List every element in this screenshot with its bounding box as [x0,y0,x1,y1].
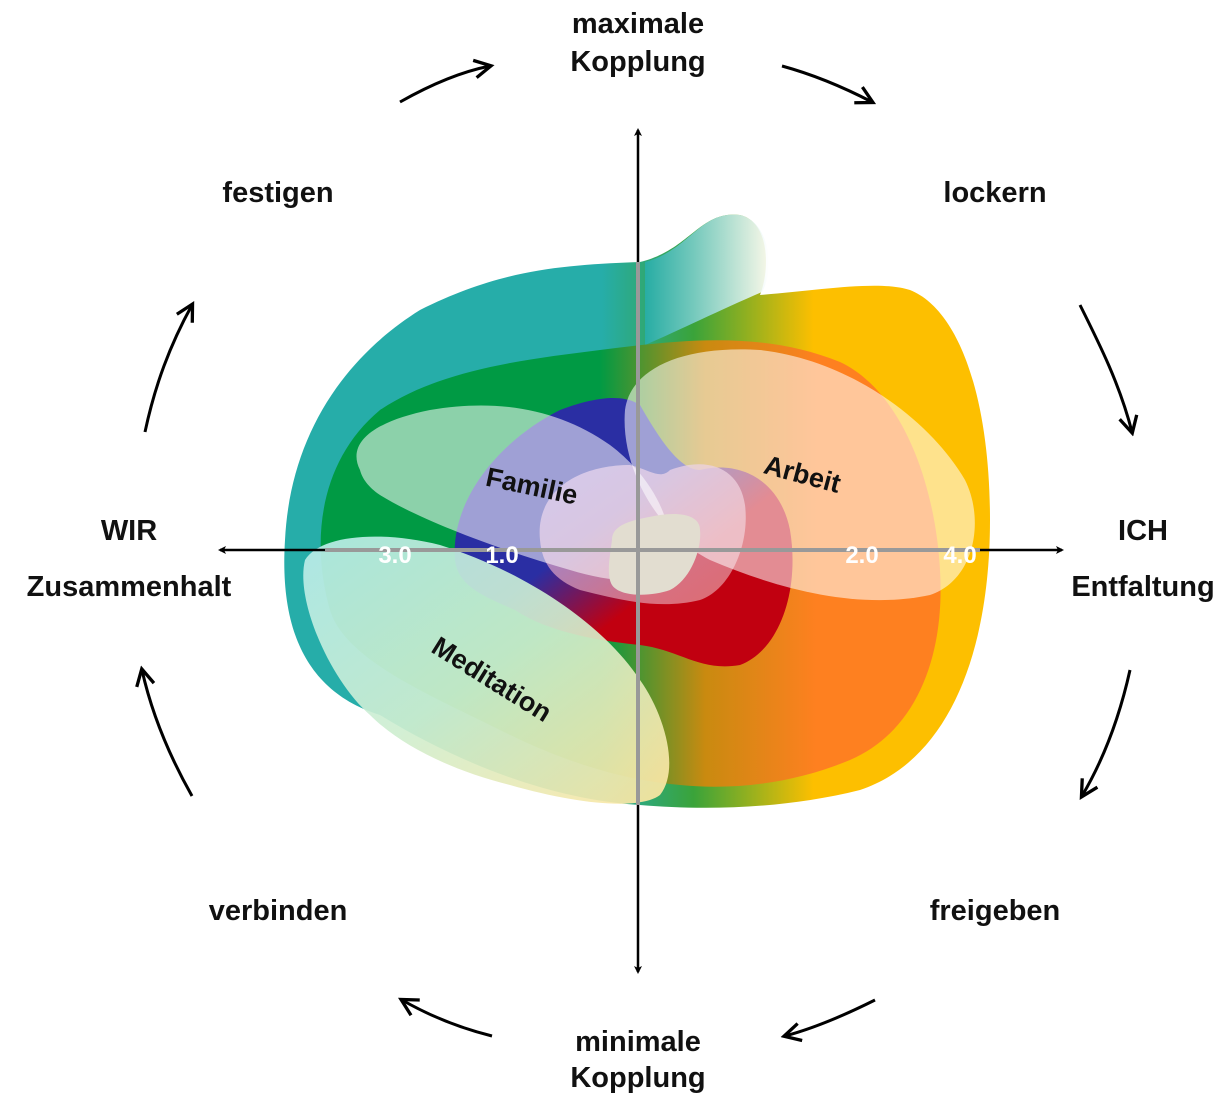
label-left-line1: WIR [101,515,157,547]
zone-familie [356,405,671,581]
zone-arbeit [624,349,975,601]
label-right-line1: ICH [1118,515,1168,547]
label-festigen: festigen [222,177,333,209]
label-left-line2: Zusammenhalt [27,571,232,603]
cycle-arrow-right-upper [1078,304,1132,432]
label-bottom-line1: minimale [575,1026,701,1058]
label-freigeben: freigeben [930,895,1061,927]
cycle-arrow-top-right [781,64,872,102]
label-verbinden: verbinden [209,895,348,927]
cycle-arrow-top-left [399,66,490,104]
core-region [608,513,701,595]
label-lockern: lockern [943,177,1046,209]
cycle-arrow-right-lower [1082,669,1132,796]
tick-label-2: 2.0 [845,542,878,569]
tick-label-4: 4.0 [943,542,976,569]
outer-fade-bump [645,214,769,345]
label-top-line1: maximale [572,8,704,40]
label-top-line2: Kopplung [570,46,705,78]
cycle-arrow-left-lower [142,670,194,797]
cycle-arrow-bottom-left [402,1000,493,1038]
label-bottom-line2: Kopplung [570,1062,705,1094]
label-right-line2: Entfaltung [1071,571,1214,603]
tick-label-1: 1.0 [485,542,518,569]
cycle-arrow-bottom-right [785,998,876,1036]
zone-meditation [303,536,670,804]
cycle-arrow-left-upper [143,305,192,433]
tick-label-3: 3.0 [378,542,411,569]
